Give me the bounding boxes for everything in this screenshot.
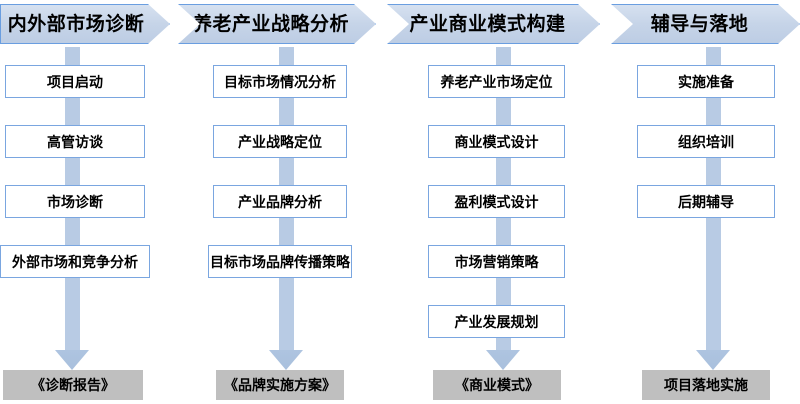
- step-box[interactable]: 产业战略定位: [213, 125, 347, 158]
- outcome-box[interactable]: 《诊断报告》: [3, 370, 143, 400]
- phase-header-label: 辅导与落地: [650, 13, 749, 35]
- arrow-head: [486, 350, 520, 370]
- down-arrow-1: [55, 336, 89, 370]
- step-box[interactable]: 盈利模式设计: [428, 185, 565, 218]
- phase-header-4[interactable]: 辅导与落地: [611, 4, 800, 44]
- down-arrow-2: [269, 336, 303, 370]
- arrow-shaft: [495, 336, 511, 352]
- step-box[interactable]: 实施准备: [637, 65, 775, 98]
- step-box[interactable]: 高管访谈: [5, 125, 145, 158]
- step-label: 高管访谈: [47, 133, 103, 150]
- arrow-shaft: [705, 336, 721, 352]
- phase-header-label: 内外部市场诊断: [7, 13, 145, 35]
- outcome-label: 《商业模式》: [455, 377, 539, 393]
- arrow-shaft: [64, 336, 80, 352]
- outcome-box[interactable]: 《商业模式》: [433, 370, 561, 400]
- arrow-head: [269, 350, 303, 370]
- step-box[interactable]: 商业模式设计: [428, 125, 565, 158]
- step-label: 养老产业市场定位: [440, 73, 553, 90]
- step-label: 后期辅导: [678, 193, 734, 210]
- step-box[interactable]: 目标市场情况分析: [213, 65, 347, 98]
- step-label: 组织培训: [678, 133, 734, 150]
- step-label: 目标市场情况分析: [224, 73, 336, 90]
- outcome-label: 《品牌实施方案》: [224, 377, 336, 393]
- down-arrow-4: [696, 336, 730, 370]
- outcome-label: 项目落地实施: [664, 377, 748, 393]
- step-label: 市场营销策略: [454, 253, 539, 270]
- arrow-head: [696, 350, 730, 370]
- step-box[interactable]: 外部市场和竞争分析: [0, 245, 150, 278]
- step-label: 项目启动: [47, 73, 103, 90]
- phase-header-3[interactable]: 产业商业模式构建: [387, 4, 600, 44]
- arrow-shaft: [278, 336, 294, 352]
- step-box[interactable]: 产业品牌分析: [213, 185, 347, 218]
- step-label: 实施准备: [678, 73, 734, 90]
- step-box[interactable]: 养老产业市场定位: [428, 65, 565, 98]
- step-box[interactable]: 目标市场品牌传播策略: [208, 245, 352, 278]
- phase-header-1[interactable]: 内外部市场诊断: [0, 4, 170, 44]
- step-label: 盈利模式设计: [454, 193, 539, 210]
- step-box[interactable]: 市场营销策略: [428, 245, 565, 278]
- step-box[interactable]: 市场诊断: [5, 185, 145, 218]
- step-label: 商业模式设计: [454, 133, 539, 150]
- phase-header-label: 产业商业模式构建: [409, 13, 566, 35]
- outcome-box[interactable]: 项目落地实施: [642, 370, 770, 400]
- arrow-head: [55, 350, 89, 370]
- phase-header-2[interactable]: 养老产业战略分析: [178, 4, 376, 44]
- step-label: 市场诊断: [47, 193, 103, 210]
- outcome-label: 《诊断报告》: [31, 377, 115, 393]
- phase-header-label: 养老产业战略分析: [192, 13, 349, 35]
- step-label: 产业品牌分析: [238, 193, 322, 210]
- step-box[interactable]: 组织培训: [637, 125, 775, 158]
- step-label: 产业发展规划: [454, 313, 539, 330]
- outcome-box[interactable]: 《品牌实施方案》: [216, 370, 344, 400]
- down-arrow-3: [486, 336, 520, 370]
- step-label: 目标市场品牌传播策略: [210, 253, 350, 270]
- step-label: 外部市场和竞争分析: [12, 253, 138, 270]
- step-label: 产业战略定位: [238, 133, 322, 150]
- step-box[interactable]: 产业发展规划: [428, 305, 565, 338]
- step-box[interactable]: 后期辅导: [637, 185, 775, 218]
- step-box[interactable]: 项目启动: [5, 65, 145, 98]
